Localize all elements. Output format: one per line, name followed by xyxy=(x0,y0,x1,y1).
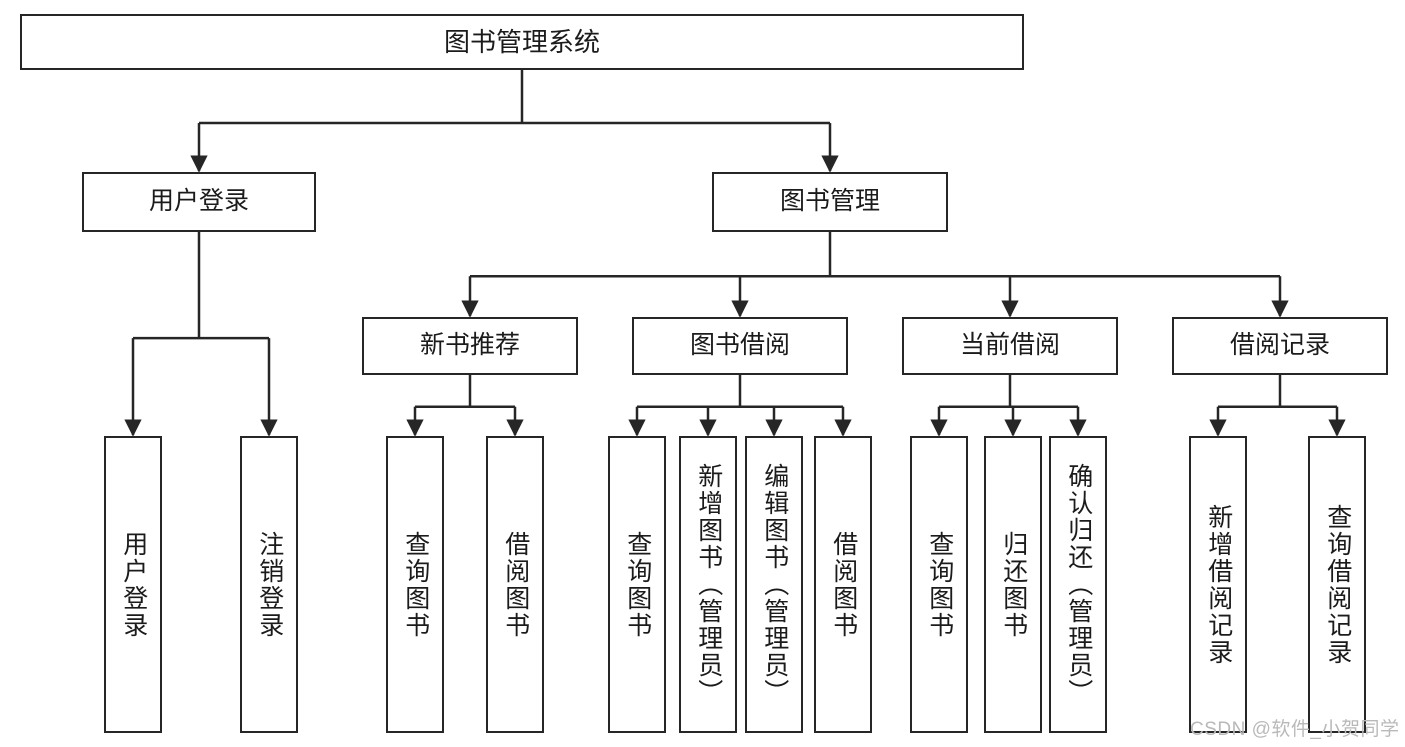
node-label: 用户登录 xyxy=(119,530,148,639)
node-leaf8[interactable]: 借阅图书 xyxy=(814,436,872,733)
node-label: 归还图书 xyxy=(999,530,1028,639)
node-label: 编辑图书（管理员） xyxy=(760,463,789,706)
node-leaf11[interactable]: 确认归还（管理员） xyxy=(1049,436,1107,733)
node-login[interactable]: 用户登录 xyxy=(82,172,316,232)
node-leaf13[interactable]: 查询借阅记录 xyxy=(1308,436,1366,733)
node-label: 图书管理系统 xyxy=(443,26,600,57)
node-label: 当前借阅 xyxy=(959,331,1060,360)
node-label: 新书推荐 xyxy=(419,331,520,360)
node-label: 查询图书 xyxy=(925,530,954,639)
node-label: 新增借阅记录 xyxy=(1204,503,1233,666)
node-current[interactable]: 当前借阅 xyxy=(902,317,1118,375)
node-leaf2[interactable]: 注销登录 xyxy=(240,436,298,733)
node-borrow[interactable]: 图书借阅 xyxy=(632,317,848,375)
node-label: 查询借阅记录 xyxy=(1323,503,1352,666)
node-leaf4[interactable]: 借阅图书 xyxy=(486,436,544,733)
node-label: 注销登录 xyxy=(255,530,284,639)
node-leaf6[interactable]: 新增图书（管理员） xyxy=(679,436,737,733)
node-leaf12[interactable]: 新增借阅记录 xyxy=(1189,436,1247,733)
node-label: 图书管理 xyxy=(779,187,880,216)
node-leaf5[interactable]: 查询图书 xyxy=(608,436,666,733)
node-bookmgmt[interactable]: 图书管理 xyxy=(712,172,948,232)
node-label: 确认归还（管理员） xyxy=(1064,463,1093,706)
node-label: 借阅图书 xyxy=(501,530,530,639)
node-leaf1[interactable]: 用户登录 xyxy=(104,436,162,733)
node-label: 查询图书 xyxy=(401,530,430,639)
node-leaf9[interactable]: 查询图书 xyxy=(910,436,968,733)
node-label: 借阅图书 xyxy=(829,530,858,639)
node-label: 借阅记录 xyxy=(1229,331,1330,360)
node-records[interactable]: 借阅记录 xyxy=(1172,317,1388,375)
node-leaf7[interactable]: 编辑图书（管理员） xyxy=(745,436,803,733)
node-label: 图书借阅 xyxy=(689,331,790,360)
node-root[interactable]: 图书管理系统 xyxy=(20,14,1024,70)
csdn-watermark: CSDN @软件_小贺同学 xyxy=(1190,719,1400,740)
node-label: 用户登录 xyxy=(148,187,249,216)
node-leaf10[interactable]: 归还图书 xyxy=(984,436,1042,733)
node-newbook[interactable]: 新书推荐 xyxy=(362,317,578,375)
node-leaf3[interactable]: 查询图书 xyxy=(386,436,444,733)
node-label: 查询图书 xyxy=(623,530,652,639)
node-label: 新增图书（管理员） xyxy=(694,463,723,706)
